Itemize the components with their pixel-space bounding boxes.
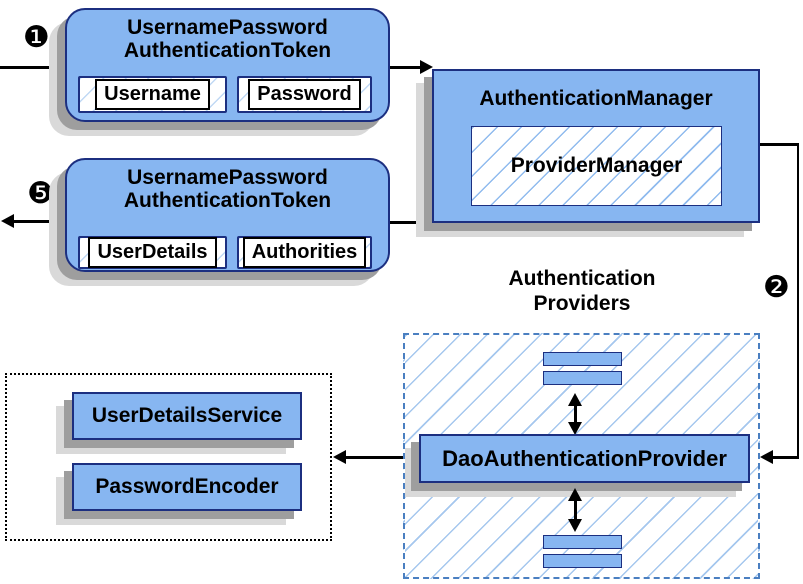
services-arrowhead-icon bbox=[333, 450, 346, 464]
providers-region: DaoAuthenticationProvider bbox=[403, 333, 760, 579]
provider-manager-box: ProviderManager bbox=[471, 126, 722, 206]
password-encoder-label: PasswordEncoder bbox=[95, 475, 279, 498]
provider-manager-label: ProviderManager bbox=[510, 154, 683, 177]
providers-heading-line1: Authentication bbox=[508, 267, 656, 290]
step-5-badge: ❺ bbox=[27, 176, 54, 211]
manager-to-provider-line-bottom bbox=[773, 456, 799, 459]
provider-stack-top-bar-1 bbox=[543, 352, 622, 366]
dao-authentication-provider-label: DaoAuthenticationProvider bbox=[442, 445, 727, 471]
authorities-field-label: Authorities bbox=[242, 237, 367, 268]
incoming-request-line bbox=[0, 66, 65, 69]
request-token-title-line2: AuthenticationToken bbox=[123, 39, 332, 62]
provider-stack-bottom-bar-2 bbox=[543, 554, 622, 568]
bottom-bidirectional-arrow bbox=[568, 488, 582, 532]
step-2-badge: ❷ bbox=[763, 270, 790, 305]
request-token-box: UsernamePassword AuthenticationToken Use… bbox=[65, 8, 390, 122]
user-details-field-label: UserDetails bbox=[88, 237, 217, 268]
provider-arrowhead-icon bbox=[760, 450, 773, 464]
arrow-up-icon bbox=[568, 488, 582, 501]
arrow-down-icon bbox=[568, 519, 582, 532]
providers-heading: Authentication Providers bbox=[432, 266, 732, 316]
manager-to-result-token-line bbox=[390, 221, 432, 224]
arrow-down-icon bbox=[568, 422, 582, 435]
user-details-service-label: UserDetailsService bbox=[91, 404, 283, 427]
providers-heading-line2: Providers bbox=[533, 292, 631, 315]
result-token-title-line2: AuthenticationToken bbox=[123, 189, 332, 212]
user-details-service-box: UserDetailsService bbox=[72, 392, 302, 440]
result-token-title-line1: UsernamePassword bbox=[127, 166, 328, 189]
services-region: UserDetailsService PasswordEncoder bbox=[5, 373, 332, 541]
authentication-manager-title: AuthenticationManager bbox=[479, 87, 713, 110]
outgoing-arrowhead-icon bbox=[1, 214, 14, 228]
result-token-title: UsernamePassword AuthenticationToken bbox=[67, 160, 388, 212]
manager-to-provider-line-vertical bbox=[796, 143, 799, 458]
password-field-box: Password bbox=[237, 76, 372, 113]
authorities-field-box: Authorities bbox=[237, 236, 372, 269]
authentication-manager-box: AuthenticationManager ProviderManager bbox=[432, 69, 760, 223]
result-token-box: UsernamePassword AuthenticationToken Use… bbox=[65, 158, 390, 272]
dao-authentication-provider-box: DaoAuthenticationProvider bbox=[419, 434, 750, 483]
request-token-title-line1: UsernamePassword bbox=[127, 16, 328, 39]
user-details-field-box: UserDetails bbox=[78, 236, 227, 269]
password-field-label: Password bbox=[248, 79, 361, 110]
top-bidirectional-arrow bbox=[568, 393, 582, 435]
manager-to-provider-line-top bbox=[760, 143, 799, 146]
password-encoder-box: PasswordEncoder bbox=[72, 463, 302, 511]
request-token-title: UsernamePassword AuthenticationToken bbox=[67, 10, 388, 62]
provider-stack-top-bar-2 bbox=[543, 371, 622, 385]
username-field-box: Username bbox=[78, 76, 227, 113]
username-field-label: Username bbox=[95, 79, 210, 110]
token-to-manager-line bbox=[390, 66, 421, 69]
result-token-outgoing-line bbox=[13, 220, 65, 223]
step-1-badge: ❶ bbox=[23, 20, 50, 55]
provider-stack-bottom-bar-1 bbox=[543, 535, 622, 549]
arrow-up-icon bbox=[568, 393, 582, 406]
dao-to-services-line bbox=[346, 456, 418, 459]
token-to-manager-arrowhead-icon bbox=[420, 60, 433, 74]
